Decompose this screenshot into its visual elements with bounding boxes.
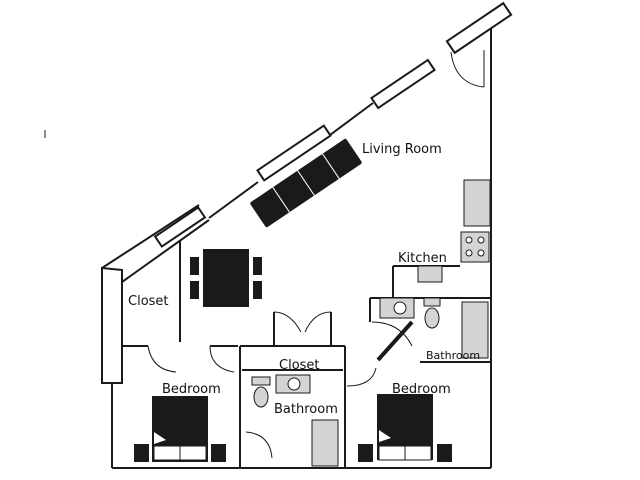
toilet-bowl-right	[424, 307, 440, 329]
refrigerator	[463, 179, 491, 227]
bedroom-left-label: Bedroom	[162, 382, 221, 397]
bedroom-right-door-arc	[346, 367, 377, 387]
window-2	[256, 124, 332, 182]
window-3	[370, 58, 436, 110]
closet-left-label: Closet	[128, 294, 169, 309]
exterior-walls	[44, 1, 513, 469]
window-1	[153, 206, 207, 248]
bed-right	[358, 394, 452, 462]
bedroom-right-label: Bedroom	[392, 382, 451, 397]
closet-center-label: Closet	[279, 358, 320, 373]
dining-table	[190, 249, 262, 307]
closet-door-left	[273, 311, 302, 333]
closet-door-right	[304, 311, 332, 333]
toilet-tank-center	[251, 376, 271, 386]
door-arc-1	[147, 345, 177, 373]
toilet-bowl-center	[253, 386, 269, 408]
sofa	[250, 138, 362, 228]
kitchen-fixtures	[417, 179, 491, 283]
toilet-tank-right	[423, 297, 441, 307]
diagonal-wall-outer	[101, 204, 200, 269]
kitchen-label: Kitchen	[398, 251, 447, 266]
diagonal-wall-1	[208, 181, 259, 219]
window-4	[445, 1, 513, 55]
living-room-label: Living Room	[362, 142, 442, 157]
bathroom-center-label: Bathroom	[274, 402, 338, 417]
bathroom-right-door	[376, 320, 414, 362]
diagonal-wall-inner	[121, 219, 210, 283]
bed-left	[134, 396, 226, 462]
bathroom-center-fixtures	[251, 374, 339, 467]
bathtub-right	[461, 301, 489, 359]
diagonal-wall-2	[329, 102, 374, 136]
left-angled-wall	[101, 266, 123, 384]
bathroom-right-label: Bathroom	[426, 349, 480, 362]
kitchen-sink	[417, 265, 443, 283]
interior-walls	[122, 240, 491, 468]
bathroom-right-fixtures	[379, 297, 489, 359]
bathroom-door-arc	[245, 431, 273, 459]
bathroom-right-door-arc	[371, 321, 413, 347]
entry-door-arc	[450, 51, 485, 88]
door-arc-2	[209, 345, 235, 373]
bathtub-center	[311, 419, 339, 467]
stove	[460, 231, 490, 263]
